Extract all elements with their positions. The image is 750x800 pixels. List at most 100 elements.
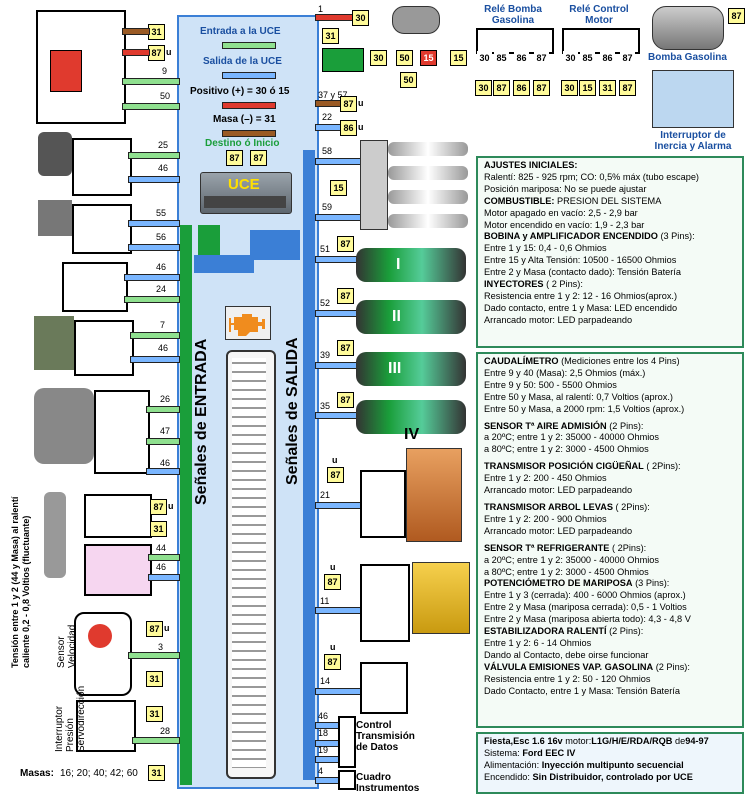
relay-pin-87-u: u [358,98,364,108]
wire-label-51: 51 [320,244,331,254]
injector-1 [356,248,466,282]
salida-arrow [250,230,300,260]
p1-l2: Posición mariposa: No se puede ajustar [484,183,647,194]
fuel-pump-icon [652,6,724,50]
p3-l3a: Alimentación: [484,759,540,770]
p1-l9: Dado contacto, entre 1 y Masa: LED encen… [484,302,678,313]
legend-positivo: Positivo (+) = 30 ó 15 [190,86,290,97]
ignition-switch-icon [392,6,440,34]
airflow-meter-resistor [50,50,82,92]
p2-l7: Entre 1 y 2: 200 - 450 Ohmios [484,473,607,484]
p2-h4b: ( 2Pins): [615,501,650,512]
p3-l1d: de [675,736,686,746]
p2-l3: Entre 50 y Masa, al ralentí: 0,7 Voltios… [484,391,673,402]
wire-39 [315,362,357,369]
wire-25 [128,152,180,159]
entrada-label: Señales de ENTRADA [193,338,210,505]
relay-bomba-bottom-86: 86 [513,80,530,96]
masas-values: 16; 20; 40; 42; 60 [60,768,138,779]
throttle-potentiometer [94,390,150,474]
p2-l8: Arrancado motor: LED parpadeando [484,485,633,496]
wire-28 [132,737,180,744]
data-control-label: Control Transmisión de Datos [356,720,415,753]
p1-l4: Motor encendido en vacío: 1,9 - 2,3 bar [484,219,645,230]
p1-l7: Entre 2 y Masa (contacto dado): Tensión … [484,267,681,278]
masas-pin-31: 31 [148,765,165,781]
lambda-pin-31: 31 [150,521,167,537]
instrument-box [338,770,356,790]
steering-switch [76,700,136,752]
injector-pin-87-d: 87 [337,392,354,408]
legend-pin-2: 87 [250,150,267,166]
wire-label-46a: 46 [158,163,169,173]
p2-l14: Entre 2 y Masa (mariposa cerrada): 0,5 -… [484,602,687,613]
relay-bomba-top-30: 30 [477,51,492,65]
wire-44 [148,554,180,561]
p1-l10: Arrancado motor: LED parpadeando [484,314,633,325]
wire-label-55: 55 [156,208,167,218]
relay-control-top-87: 87 [620,51,635,65]
spark-plug-4 [388,214,468,228]
vapor-pin-87-u: u [330,562,336,572]
ignition-coil [360,140,388,230]
p2-l11: a 20ºC; entre 1 y 2: 35000 - 40000 Ohmio… [484,554,659,565]
ignition-pin-31: 31 [322,28,339,44]
p1-l6: Entre 15 y Alta Tensión: 10500 - 16500 O… [484,255,677,266]
uce-pin-strip-grid [232,358,266,768]
p1-l3: Motor apagado en vacío: 2,5 - 2,9 bar [484,207,638,218]
engine-warning-icon [225,306,271,340]
lambda-note: Tensión entre 1 y 2 (44 y Masa) al ralen… [10,496,31,668]
legend-pin-1: 87 [226,150,243,166]
p1-l8: Resistencia entre 1 y 2: 12 - 16 Ohmios(… [484,290,678,301]
entrada-arrow-base [194,255,254,273]
p2-l9: Entre 1 y 2: 200 - 900 Ohmios [484,513,607,524]
spark-plug-2 [388,166,468,180]
wire-35 [315,412,357,419]
wire-label-35: 35 [320,401,331,411]
steering-label: Interruptor Presión Servodirección [54,685,87,752]
relay-bomba [476,28,554,54]
relay-control-bottom-31: 31 [599,80,616,96]
wire-52 [315,310,357,317]
wire-label-4: 4 [318,766,324,776]
lambda-heater [84,494,152,538]
injector-4-label: IV [404,426,420,443]
ignition-pin-50: 50 [396,50,413,66]
data-control-box [338,716,356,768]
p2-h8: VÁLVULA EMISIONES VAP. GASOLINA [484,661,654,672]
p3-l1e: 94-97 [685,736,709,746]
relay-control-top-85: 85 [580,51,595,65]
relay-bomba-top-85: 85 [494,51,509,65]
relay-bomba-title: Relé Bomba Gasolina [484,4,542,26]
p2-l2: Entre 9 y 50: 500 - 5500 Ohmios [484,379,617,390]
p2-l16: Entre 1 y 2: 6 - 14 Ohmios [484,637,592,648]
relay-pin-86: 86 [340,120,357,136]
injector-1-label: I [396,256,401,273]
wire-label-19: 19 [318,745,329,755]
relay-control-top-30: 30 [563,51,578,65]
wire-label-1: 1 [318,4,324,14]
speed-sensor-cross [88,624,112,648]
wire-legend-red [222,102,276,109]
p1-l5: Entre 1 y 15: 0,4 - 0,6 Ohmios [484,243,607,254]
vapor-valve-photo [412,562,470,634]
wire-51 [315,256,357,263]
idle-stabilizer [360,470,406,538]
air-temp-sensor [72,138,132,196]
p3-l4b: Sin Distribuidor, controlado por UCE [532,771,693,782]
wire-11 [315,607,363,614]
wire-22 [315,124,341,131]
p1-l1: Ralentí: 825 - 925 rpm; CO: 0,5% máx (tu… [484,171,699,182]
p1-h2: COMBUSTIBLE: [484,195,555,206]
idle-pin-87: 87 [327,467,344,483]
p2-h7: ESTABILIZADORA RALENTÍ [484,626,607,637]
throttle-body-photo [34,388,94,464]
inertia-switch-icon [652,70,734,128]
relay-bomba-bottom-87b: 87 [533,80,550,96]
p2-l17: Dando al Contacto, debe oirse funcionar [484,649,649,660]
relay-pin-86-u: u [358,122,364,132]
injector-pin-87-b: 87 [337,288,354,304]
wire-55 [128,220,180,227]
p2-l18: Resistencia entre 1 y 2: 50 - 120 Ohmios [484,673,651,684]
injector-pin-87-a: 87 [337,236,354,252]
